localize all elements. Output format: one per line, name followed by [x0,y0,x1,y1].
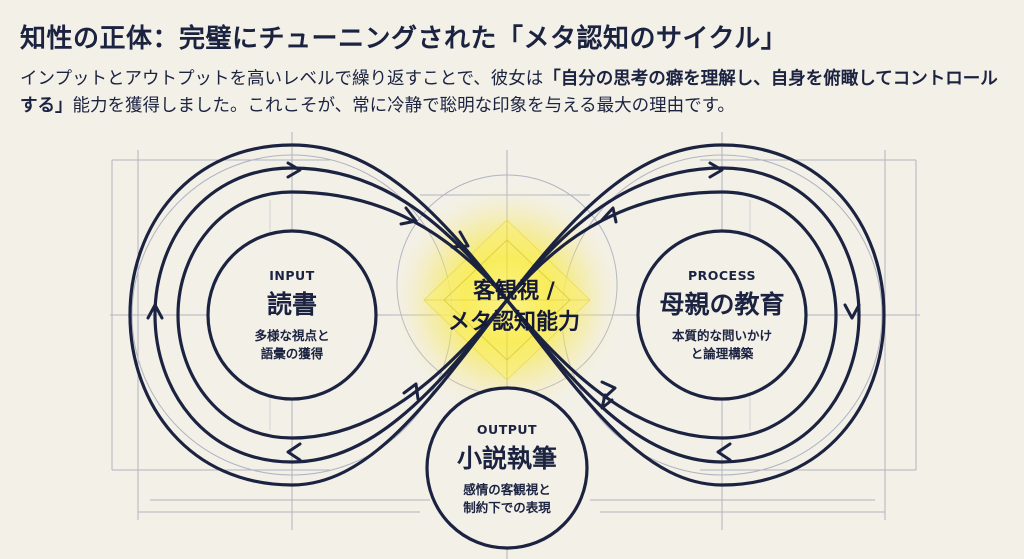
description-text-2: 能力を獲得しました。これこそが、常に冷静で聡明な印象を与える最大の理由です。 [72,96,735,116]
output-tag: OUTPUT [476,421,538,437]
flow-arrows [146,161,861,462]
arrow-top-right [708,161,724,179]
arrow-lower-right-3 [600,393,614,410]
arrow-upper-right [600,206,618,224]
process-name: 母親の教育 [659,289,785,319]
process-sub-2: と論理構築 [690,345,754,361]
page-description: インプットとアウトプットを高いレベルで繰り返すことで、彼女は「自分の思考の癖を理… [20,66,1005,120]
process-sub-1: 本質的な問いかけ [671,327,772,343]
input-sub-1: 多様な視点と [254,327,330,343]
center-line-1: 客観視 / [473,279,555,304]
arrow-lower-left-2 [402,382,420,401]
center-line-2: メタ認知能力 [447,310,580,335]
output-name: 小説執筆 [456,443,557,473]
process-node-circle [636,229,808,401]
input-node: INPUT 読書 多様な視点と 語彙の獲得 [212,235,372,395]
output-sub-2: 制約下での表現 [463,499,551,515]
arrow-left-up [146,303,164,320]
infinity-loops [128,143,886,487]
input-node-circle [206,229,378,401]
arrow-top-left [286,161,302,179]
output-sub-1: 感情の客観視と [463,481,551,497]
arrow-inner-left [450,230,470,249]
process-node: PROCESS 母親の教育 本質的な問いかけ と論理構築 [642,235,802,395]
input-sub-2: 語彙の獲得 [260,345,324,361]
page-title: 知性の正体：完璧にチューニングされた「メタ認知のサイクル」 [20,24,788,54]
process-tag: PROCESS [687,267,757,283]
arrow-right-down [843,303,861,320]
arrow-mid-left [399,206,418,226]
description-emphasis: 「自分の思考の癖を理解し、自身を俯瞰してコントロールする」 [20,69,998,116]
arrow-lower-left [286,442,302,462]
input-tag: INPUT [269,267,315,283]
output-node: OUTPUT 小説執筆 感情の客観視と 制約下での表現 [431,394,583,544]
description-text-1: インプットとアウトプットを高いレベルで繰り返すことで、彼女は [20,69,544,89]
arrow-lower-right-2 [600,380,617,400]
input-name: 読書 [266,289,317,319]
center-label: 客観視 / メタ認知能力 [414,276,614,338]
arrow-lower-right [716,442,732,462]
output-node-circle [425,386,589,550]
